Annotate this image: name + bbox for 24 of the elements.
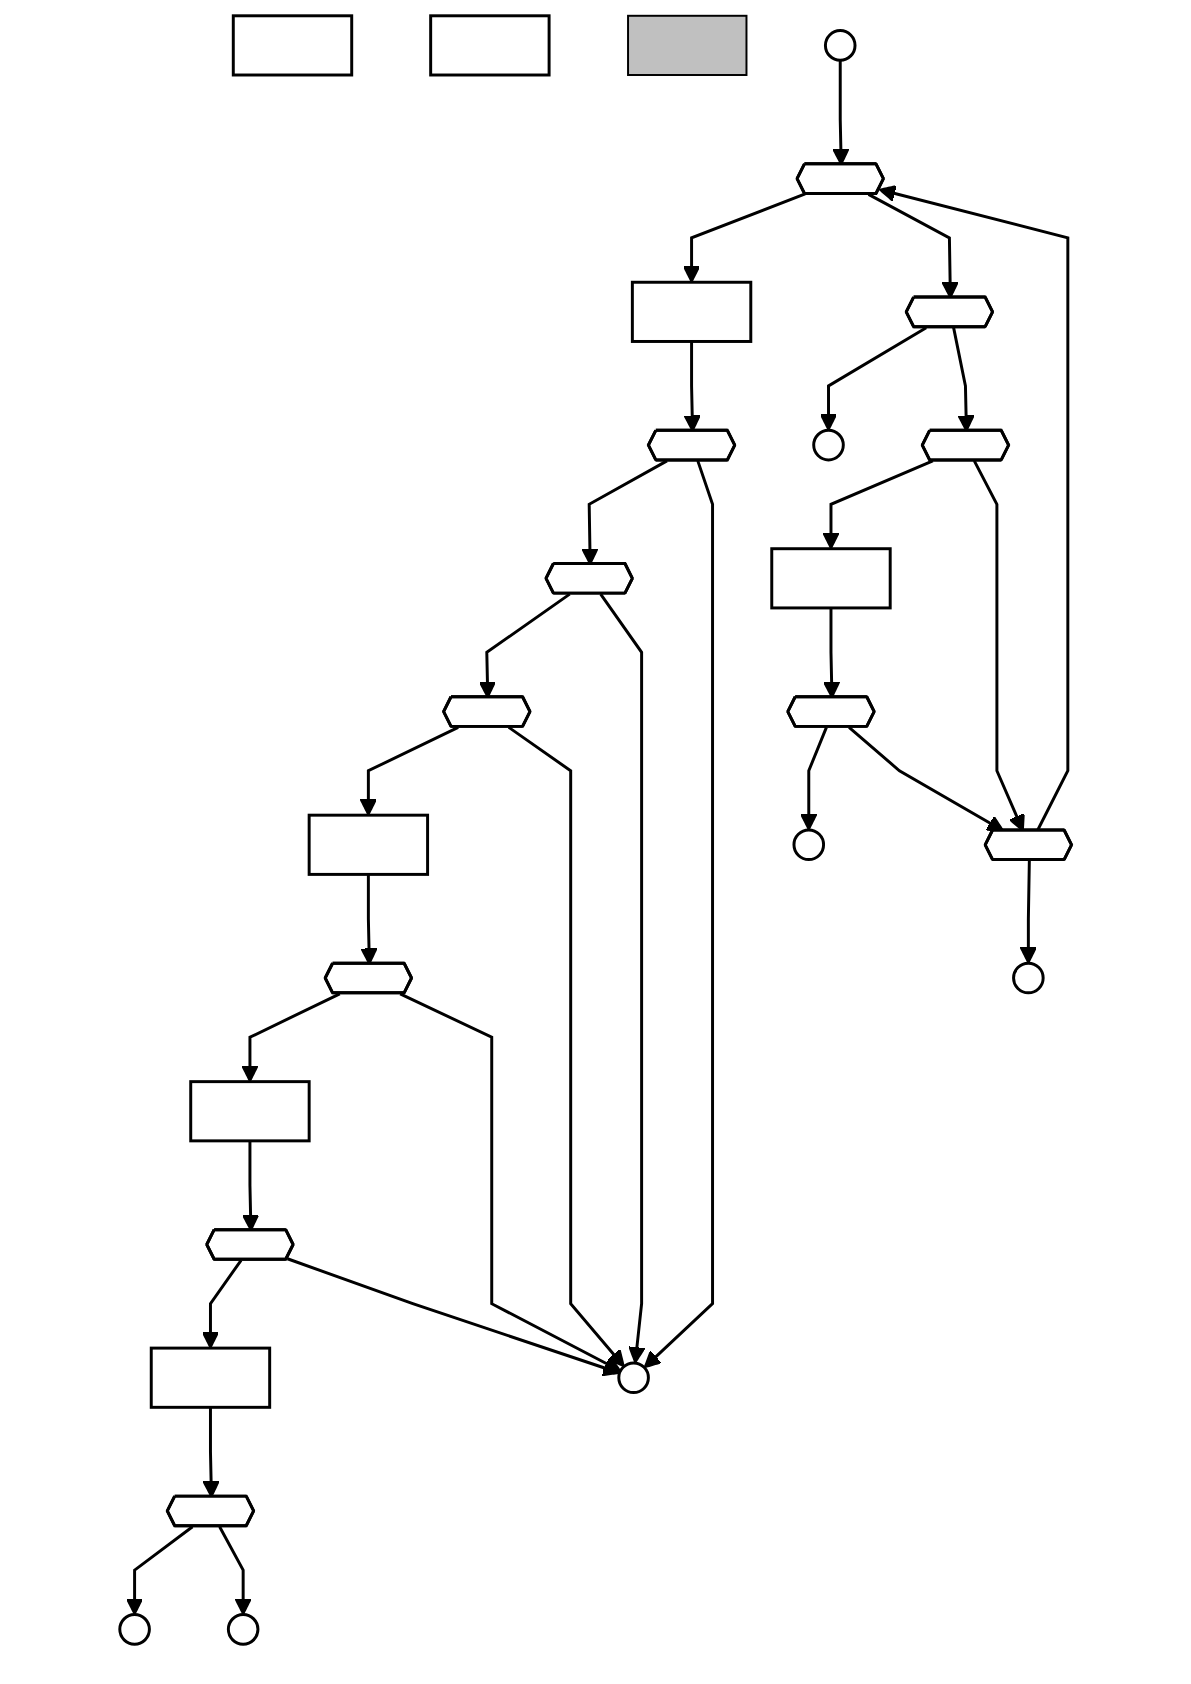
node-box	[630, 280, 753, 343]
node-box	[307, 813, 429, 876]
node-box	[231, 14, 354, 77]
arrow	[643, 460, 714, 1369]
node-circle	[823, 29, 857, 62]
arrow	[507, 726, 625, 1368]
arrow	[1019, 860, 1037, 964]
arrow	[847, 726, 1005, 832]
node-box	[770, 547, 892, 610]
arrow	[799, 726, 828, 831]
node-circle	[118, 1613, 151, 1646]
node-circle	[226, 1613, 260, 1646]
node-circle	[792, 828, 825, 862]
arrow	[599, 593, 646, 1364]
node-circle	[617, 1361, 650, 1394]
node-box	[149, 1346, 271, 1409]
node-circle	[812, 428, 845, 462]
node-box	[189, 1080, 311, 1143]
arrow	[201, 1259, 243, 1349]
node-box	[429, 14, 551, 77]
node-bar	[626, 14, 748, 76]
arrow	[359, 726, 459, 816]
arrow	[399, 992, 622, 1372]
node-circle	[1011, 961, 1045, 995]
